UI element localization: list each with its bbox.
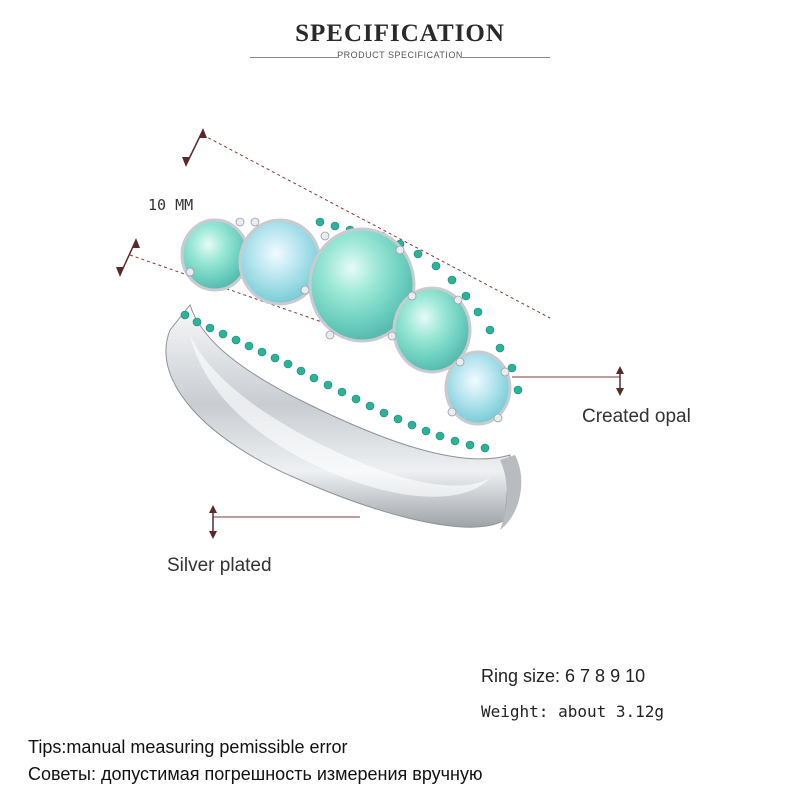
tips-english: Tips:manual measuring pemissible error: [28, 737, 348, 757]
subtitle-rule-right: [462, 57, 550, 58]
page-subtitle: PRODUCT SPECIFICATION: [337, 50, 463, 60]
accent-stones: [180, 217, 523, 453]
dimension-lines: [116, 128, 551, 323]
opal-stones: [180, 217, 512, 426]
dimension-line-top: [202, 134, 551, 319]
dimension-arrow-bottom: [132, 238, 140, 248]
dimension-arrow-bottom-2: [116, 267, 124, 277]
dimension-arrow-top-2: [182, 157, 190, 167]
dimension-arrow-top: [199, 128, 207, 138]
ring-band: [165, 303, 522, 530]
callout-leaders: [209, 366, 624, 539]
ring-size-spec: Ring size: 6 7 8 9 10: [481, 666, 646, 686]
tips-russian: Советы: допустимая погрешность измерения…: [28, 764, 483, 784]
page-title: SPECIFICATION: [295, 20, 505, 47]
subtitle-row: PRODUCT SPECIFICATION: [250, 50, 550, 64]
weight-spec: Weight: about 3.12g: [481, 702, 665, 721]
callout-created-opal: Created opal: [582, 406, 691, 427]
dimension-line-bottom: [129, 254, 323, 323]
subtitle-rule-left: [250, 57, 338, 58]
dimension-label: 10 MM: [148, 196, 194, 214]
callout-silver-plated: Silver plated: [167, 555, 272, 576]
